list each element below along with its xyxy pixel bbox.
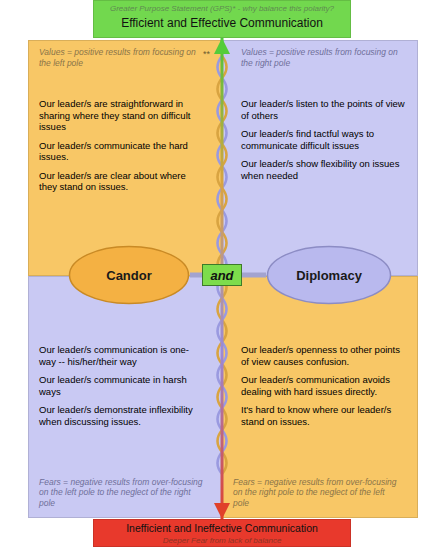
node-text: Our leader/s demonstrate inflexibility w…	[39, 404, 201, 427]
footnote-mark: **	[203, 49, 210, 59]
oval-shape	[70, 247, 189, 304]
deeper-fear-box: Inefficient and Ineffective Communicatio…	[93, 519, 351, 547]
quadrant-heading: Values = positive results from focusing …	[241, 47, 409, 68]
values-quadrant: Values = positive results from focusing …	[28, 40, 222, 276]
node-text: and	[210, 268, 233, 283]
node-text: Greater Purpose Statement (GPS)* - why b…	[94, 1, 350, 13]
node-text: Efficient and Effective Communication	[94, 16, 350, 30]
node-text: Our leader/s communication avoids dealin…	[241, 374, 409, 397]
quadrant-heading: Values = positive results from focusing …	[39, 47, 201, 68]
node-text: Inefficient and Ineffective Communicatio…	[94, 520, 350, 534]
values-quadrant: Values = positive results from focusing …	[222, 40, 418, 276]
node-text: Our leader/s communicate the hard issues…	[39, 140, 201, 163]
node-text: Our leader/s listen to the points of vie…	[241, 98, 409, 121]
node-text: Our leader/s openness to other points of…	[241, 344, 409, 367]
purpose-box: Greater Purpose Statement (GPS)* - why b…	[93, 0, 351, 38]
and-box: and	[202, 264, 242, 286]
node-text: Diplomacy	[296, 268, 362, 283]
fears-quadrant: Our leader/s openness to other points of…	[222, 276, 418, 518]
pole-oval: Candor	[68, 245, 190, 305]
oval-shape	[268, 247, 391, 304]
node-text: It's hard to know where our leader/s sta…	[241, 404, 409, 427]
node-text: Our leader/s are straightforward in shar…	[39, 98, 201, 133]
node-text: Our leader/s communication is one-way --…	[39, 344, 201, 367]
node-text: Deeper Fear from lack of balance	[94, 536, 350, 545]
quadrant-heading: Fears = negative results from over-focus…	[233, 477, 403, 509]
node-text: Candor	[106, 268, 152, 283]
node-text: Our leader/s find tactful ways to commun…	[241, 128, 409, 151]
fears-quadrant: Our leader/s communication is one-way --…	[28, 276, 222, 518]
node-text: Our leader/s are clear about where they …	[39, 170, 201, 193]
node-text: Our leader/s show flexibility on issues …	[241, 158, 409, 181]
quadrant-heading: Fears = negative results from over-focus…	[39, 477, 207, 509]
pole-oval: Diplomacy	[266, 245, 392, 305]
node-text: Our leader/s communicate in harsh ways	[39, 374, 201, 397]
